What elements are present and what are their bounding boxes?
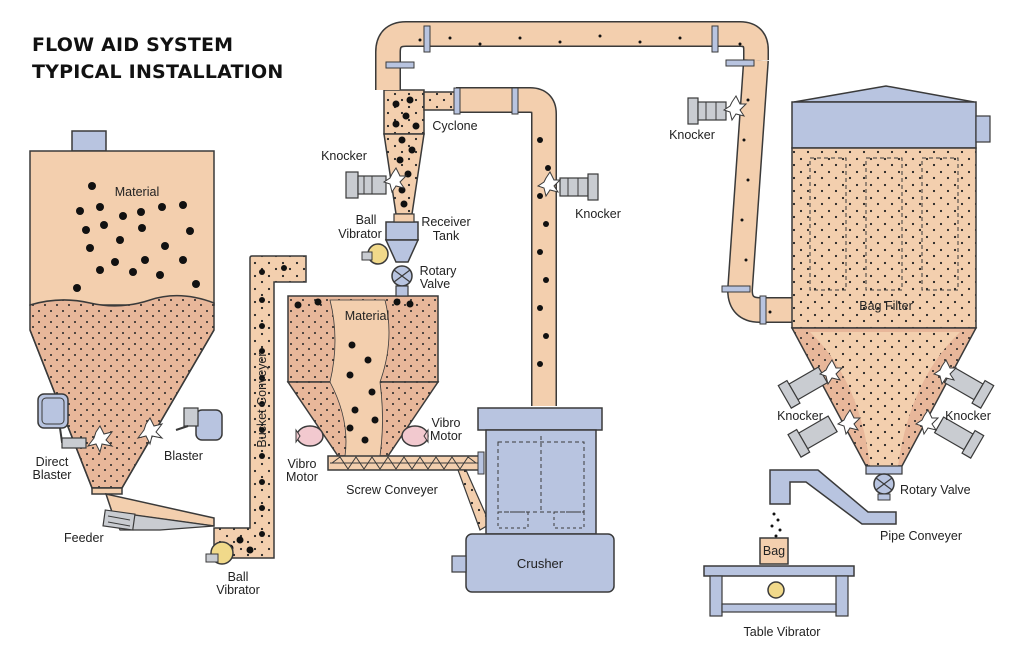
impact-burst-icon xyxy=(536,171,562,198)
diagram-title-line-2: TYPICAL INSTALLATION xyxy=(32,61,284,83)
direct-blaster xyxy=(37,393,114,454)
bag-filter: Bag Filter xyxy=(790,85,991,475)
blast-burst-icon xyxy=(86,425,114,454)
rotary-valve-mid xyxy=(391,265,413,297)
impact-burst-icon xyxy=(836,409,862,436)
rotary-valve-right-label: Rotary Valve xyxy=(900,483,971,497)
cyclone-to-crusher-pipe xyxy=(453,87,557,406)
knocker-pipe-label: Knocker xyxy=(575,207,621,221)
rotary-valve-right xyxy=(873,473,895,501)
knocker-cyclone xyxy=(345,167,408,199)
knocker-bag-filter-left-label: Knocker xyxy=(777,409,823,423)
crusher: Crusher xyxy=(451,407,615,593)
top-pipe xyxy=(375,21,769,90)
bucket-conveyer-label: Bucket Conveyer xyxy=(255,352,269,447)
silo-material-label: Material xyxy=(115,185,159,199)
silo-material-balls xyxy=(73,182,200,292)
vibro-motor-right-label-line-1: Vibro xyxy=(432,416,461,430)
pipe-conveyer-label: Pipe Conveyer xyxy=(880,529,962,543)
bag-filter-inlet-pipe xyxy=(721,59,792,325)
ball-vibrator-bottom-label-line-1: Ball xyxy=(228,570,249,584)
cyclone-label: Cyclone xyxy=(432,119,477,133)
cyclone xyxy=(383,89,457,223)
knocker-top-label: Knocker xyxy=(669,128,715,142)
vibro-motor-right xyxy=(401,425,429,447)
material-silo: Material xyxy=(29,130,215,495)
diagram-title-line-1: FLOW AID SYSTEM xyxy=(32,34,234,56)
hopper-material-label: Material xyxy=(345,309,389,323)
knocker-bag-filter-left xyxy=(777,359,862,458)
blast-burst-icon xyxy=(136,417,164,446)
pipe-conveyer xyxy=(769,469,897,538)
crusher-label: Crusher xyxy=(517,556,564,571)
bucket-conveyer: Bucket Conveyer xyxy=(213,255,307,559)
rotary-valve-mid-label-line-2: Valve xyxy=(420,277,450,291)
blaster xyxy=(136,407,223,446)
knocker-cyclone-label: Knocker xyxy=(321,149,367,163)
knocker-pipe xyxy=(536,171,599,201)
ball-vibrator-top xyxy=(361,243,389,265)
impact-burst-icon xyxy=(914,409,940,436)
vibro-motor-left-label-line-1: Vibro xyxy=(288,457,317,471)
feeder-label: Feeder xyxy=(64,531,104,545)
receiver-tank xyxy=(384,221,420,263)
receiver-tank-label-line-1: Receiver xyxy=(421,215,470,229)
receiver-tank-label-line-2: Tank xyxy=(433,229,460,243)
impact-burst-icon xyxy=(818,359,844,386)
blaster-label: Blaster xyxy=(164,449,203,463)
table-vibrator-label: Table Vibrator xyxy=(744,625,821,639)
knocker-bag-filter-right-label: Knocker xyxy=(945,409,991,423)
knocker-bag-filter-right xyxy=(914,359,995,459)
vibro-motor-right-label-line-2: Motor xyxy=(430,429,462,443)
screw-conveyer-label: Screw Conveyer xyxy=(346,483,438,497)
silo-inlet xyxy=(71,130,107,152)
screw-conveyer xyxy=(327,451,491,531)
ball-vibrator-top-label-line-1: Ball xyxy=(356,213,377,227)
direct-blaster-label-line-1: Direct xyxy=(36,455,69,469)
bag-filter-label: Bag Filter xyxy=(859,299,913,313)
impact-burst-icon xyxy=(382,167,408,194)
silo-upper-body xyxy=(29,150,215,306)
table-vibrator xyxy=(703,565,855,617)
rotary-valve-mid-label-line-1: Rotary xyxy=(420,264,458,278)
ball-vibrator-bottom xyxy=(205,541,234,565)
impact-burst-icon xyxy=(722,95,748,122)
vibro-motor-left-label-line-2: Motor xyxy=(286,470,318,484)
vibro-motor-left xyxy=(295,425,324,447)
ball-vibrator-top-label-line-2: Vibrator xyxy=(338,227,382,241)
direct-blaster-label-line-2: Blaster xyxy=(33,468,72,482)
impact-burst-icon xyxy=(932,359,958,386)
bag-label: Bag xyxy=(763,544,785,558)
ball-vibrator-bottom-label-line-2: Vibrator xyxy=(216,583,260,597)
knocker-top xyxy=(687,95,748,125)
feeder xyxy=(102,492,215,531)
bag: Bag xyxy=(759,537,789,565)
